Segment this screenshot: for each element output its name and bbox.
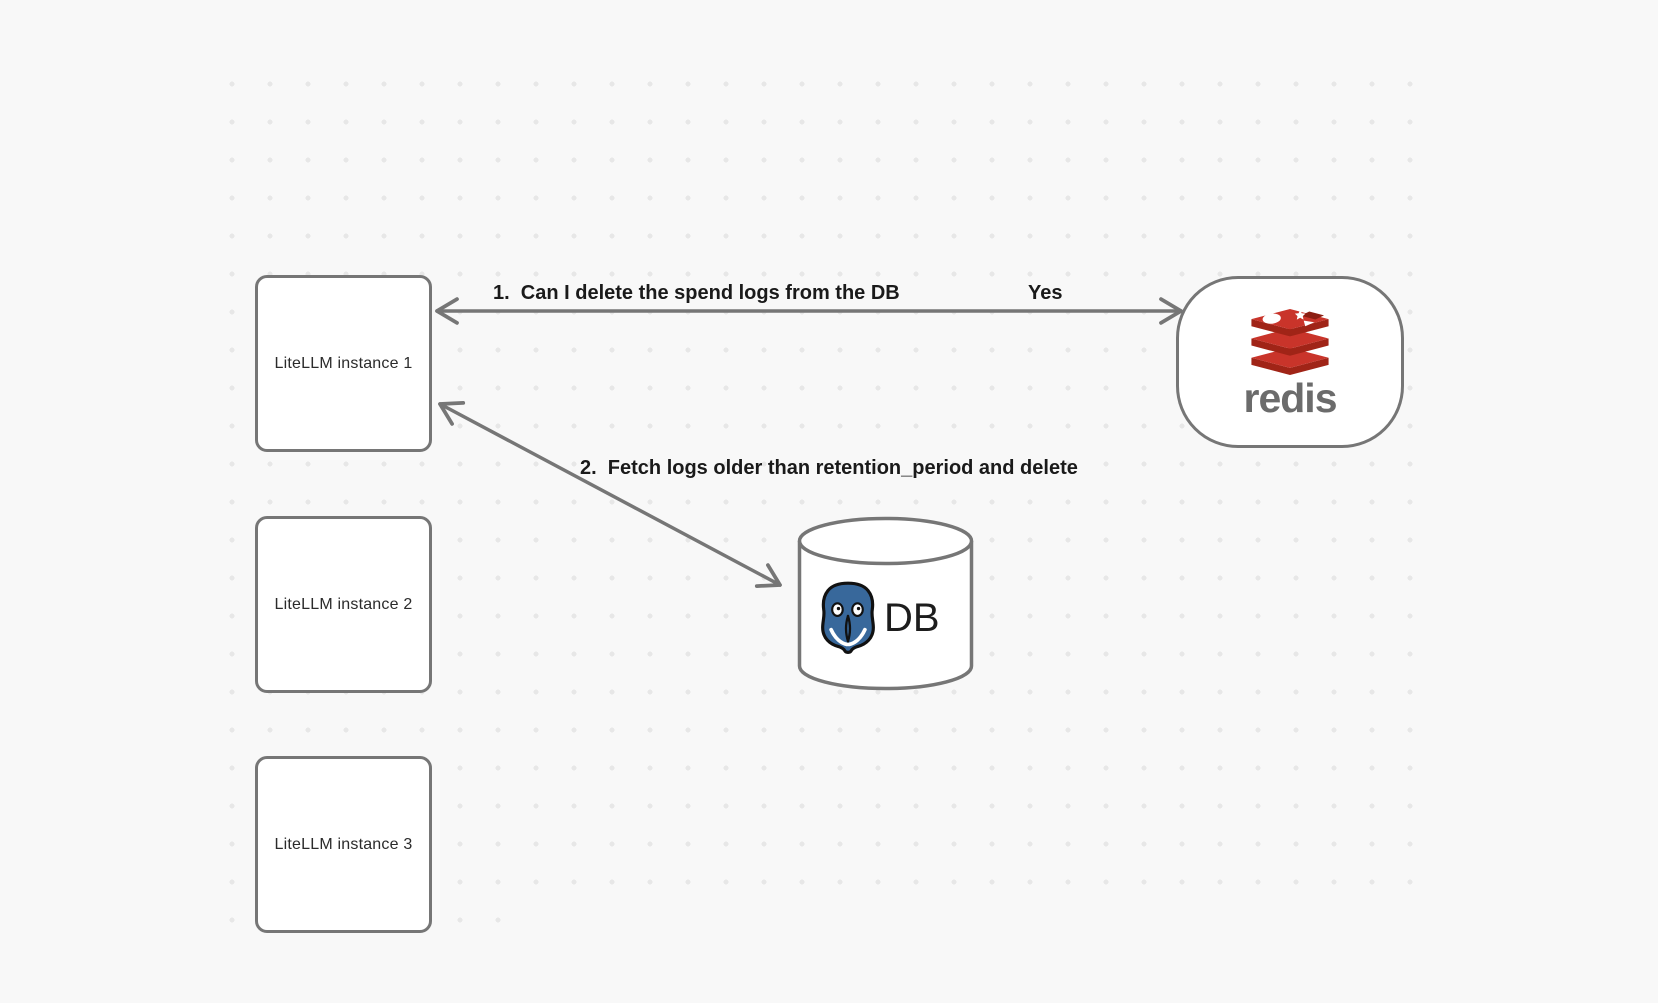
litellm-instance-3-node[interactable]: LiteLLM instance 3 <box>255 756 432 933</box>
litellm-instance-2-node[interactable]: LiteLLM instance 2 <box>255 516 432 693</box>
arrow-litellm-to-db[interactable] <box>438 401 782 588</box>
litellm-instance-1-label: LiteLLM instance 1 <box>274 354 413 372</box>
postgresql-elephant-icon <box>821 581 875 654</box>
litellm-instance-3-label: LiteLLM instance 3 <box>274 835 413 853</box>
redis-wordmark: redis <box>1243 375 1338 421</box>
database-node[interactable]: DB <box>797 516 974 691</box>
db-cylinder-icon <box>797 516 974 691</box>
step2-label: 2. Fetch logs older than retention_perio… <box>580 457 1078 479</box>
db-label: DB <box>884 596 940 640</box>
litellm-instance-1-node[interactable]: LiteLLM instance 1 <box>255 275 432 452</box>
litellm-instance-2-label: LiteLLM instance 2 <box>274 595 413 613</box>
step1-response-label: Yes <box>1028 282 1063 304</box>
redis-logo-icon <box>1251 309 1329 375</box>
step1-label: 1. Can I delete the spend logs from the … <box>493 282 900 304</box>
redis-node[interactable]: redis <box>1176 276 1404 448</box>
